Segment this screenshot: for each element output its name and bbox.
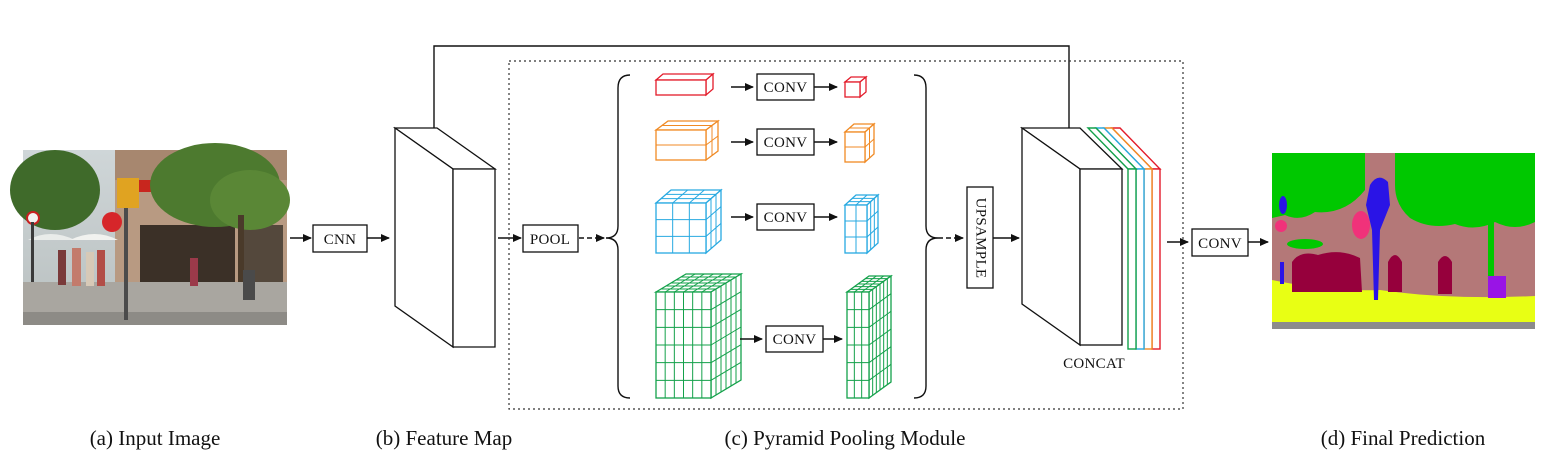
- pyramid-branches: CONV CONV CONV CONV: [653, 72, 893, 400]
- pyramid-level-1-input: [654, 72, 715, 97]
- conv-level-1: CONV: [756, 73, 815, 101]
- left-bracket: [605, 74, 631, 399]
- cnn-box: CNN: [312, 224, 368, 253]
- upsample-label: UPSAMPLE: [973, 198, 989, 279]
- pyramid-level-4-output: [845, 274, 893, 400]
- final-conv-box: CONV: [1191, 228, 1249, 257]
- conv-level-1-label: CONV: [764, 80, 808, 96]
- caption-pyramid-pooling-module: (c) Pyramid Pooling Module: [725, 426, 966, 450]
- caption-feature-map: (b) Feature Map: [376, 426, 512, 450]
- ppm-dotted-border: [508, 60, 1184, 410]
- conv-level-3: CONV: [756, 203, 815, 231]
- skip-connection-arrow: [433, 45, 1073, 149]
- caption-input-image: (a) Input Image: [90, 426, 221, 450]
- concat-label: CONCAT: [1063, 356, 1125, 372]
- conv-level-2: CONV: [756, 128, 815, 156]
- conv-level-4-label: CONV: [773, 332, 817, 348]
- pyramid-level-3-output: [843, 193, 880, 255]
- cnn-label: CNN: [324, 232, 357, 248]
- concat-feature-block: [1019, 126, 1124, 347]
- final-prediction-map: [1272, 153, 1535, 329]
- concat-slab-4: [1086, 127, 1138, 350]
- pyramid-level-4-input: [653, 272, 744, 400]
- pyramid-level-3-input: [654, 188, 723, 255]
- conv-level-2-label: CONV: [764, 135, 808, 151]
- conv-level-3-label: CONV: [764, 210, 808, 226]
- conv-level-4: CONV: [765, 325, 824, 353]
- input-image: [10, 143, 290, 325]
- final-conv-label: CONV: [1198, 236, 1242, 252]
- feature-map-block: [392, 126, 498, 349]
- pyramid-level-2-input: [654, 119, 720, 162]
- pool-box: POOL: [522, 224, 579, 253]
- pool-label: POOL: [530, 232, 570, 248]
- pyramid-level-2-output: [843, 122, 876, 164]
- right-bracket: [913, 74, 939, 399]
- upsample-box: UPSAMPLE: [966, 186, 994, 289]
- pyramid-level-1-output: [843, 75, 868, 99]
- concat-stack: [1019, 126, 1162, 350]
- caption-final-prediction: (d) Final Prediction: [1321, 426, 1486, 450]
